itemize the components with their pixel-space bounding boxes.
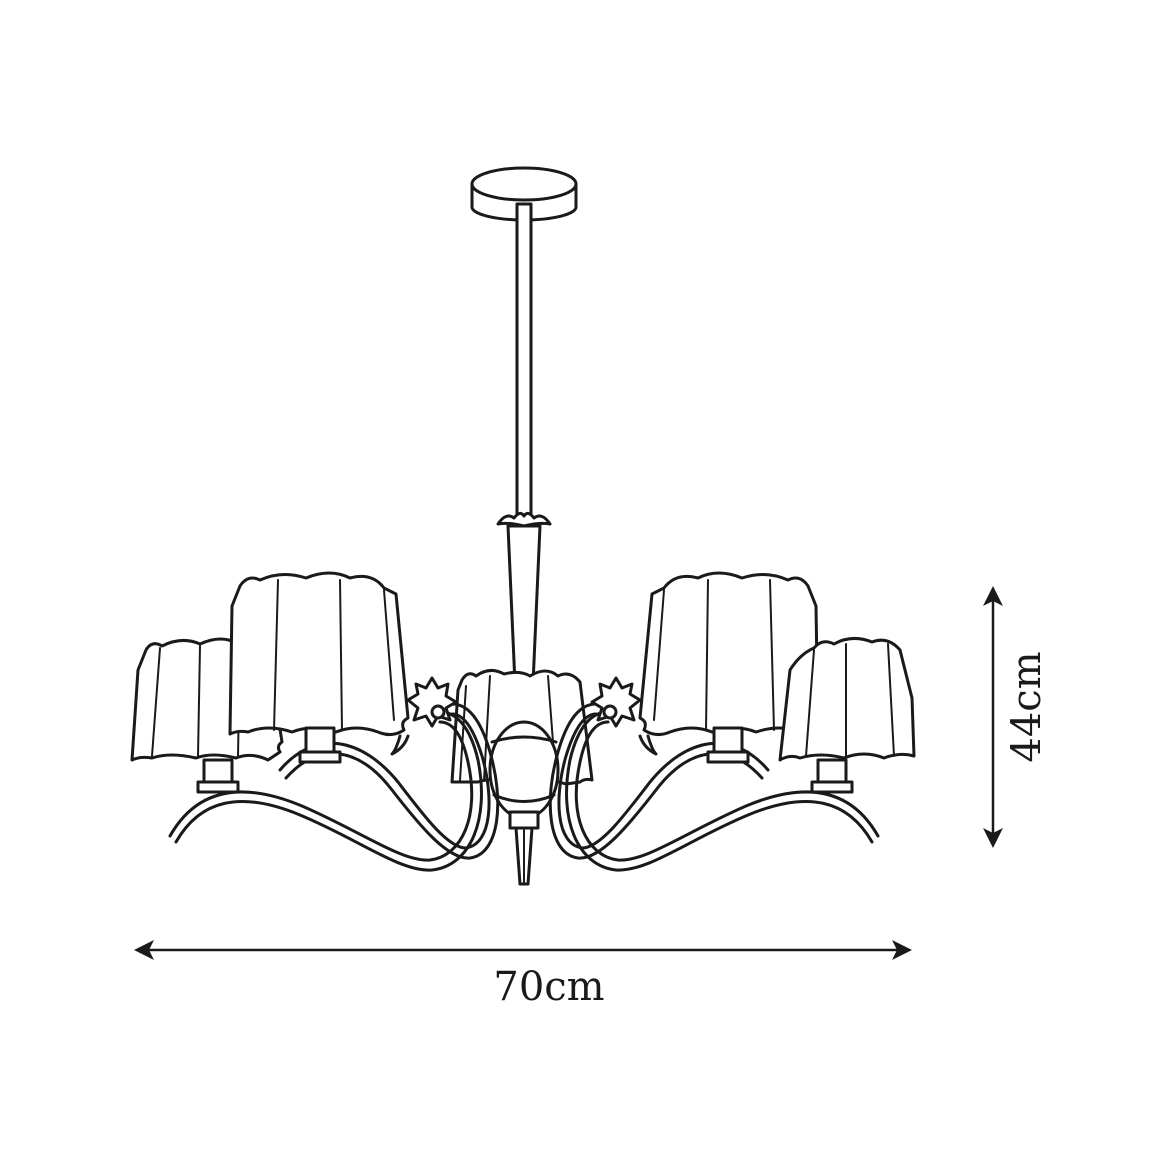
central-hub (488, 720, 560, 886)
shade-far-right (778, 637, 916, 794)
shade-front-left (228, 571, 410, 764)
down-rod (496, 202, 552, 686)
ceiling-canopy (470, 166, 578, 222)
height-dimension: 44cm (983, 586, 1050, 848)
width-label: 70cm (493, 964, 604, 1010)
width-dimension: 70cm (134, 940, 912, 1010)
height-label: 44cm (1004, 651, 1050, 762)
